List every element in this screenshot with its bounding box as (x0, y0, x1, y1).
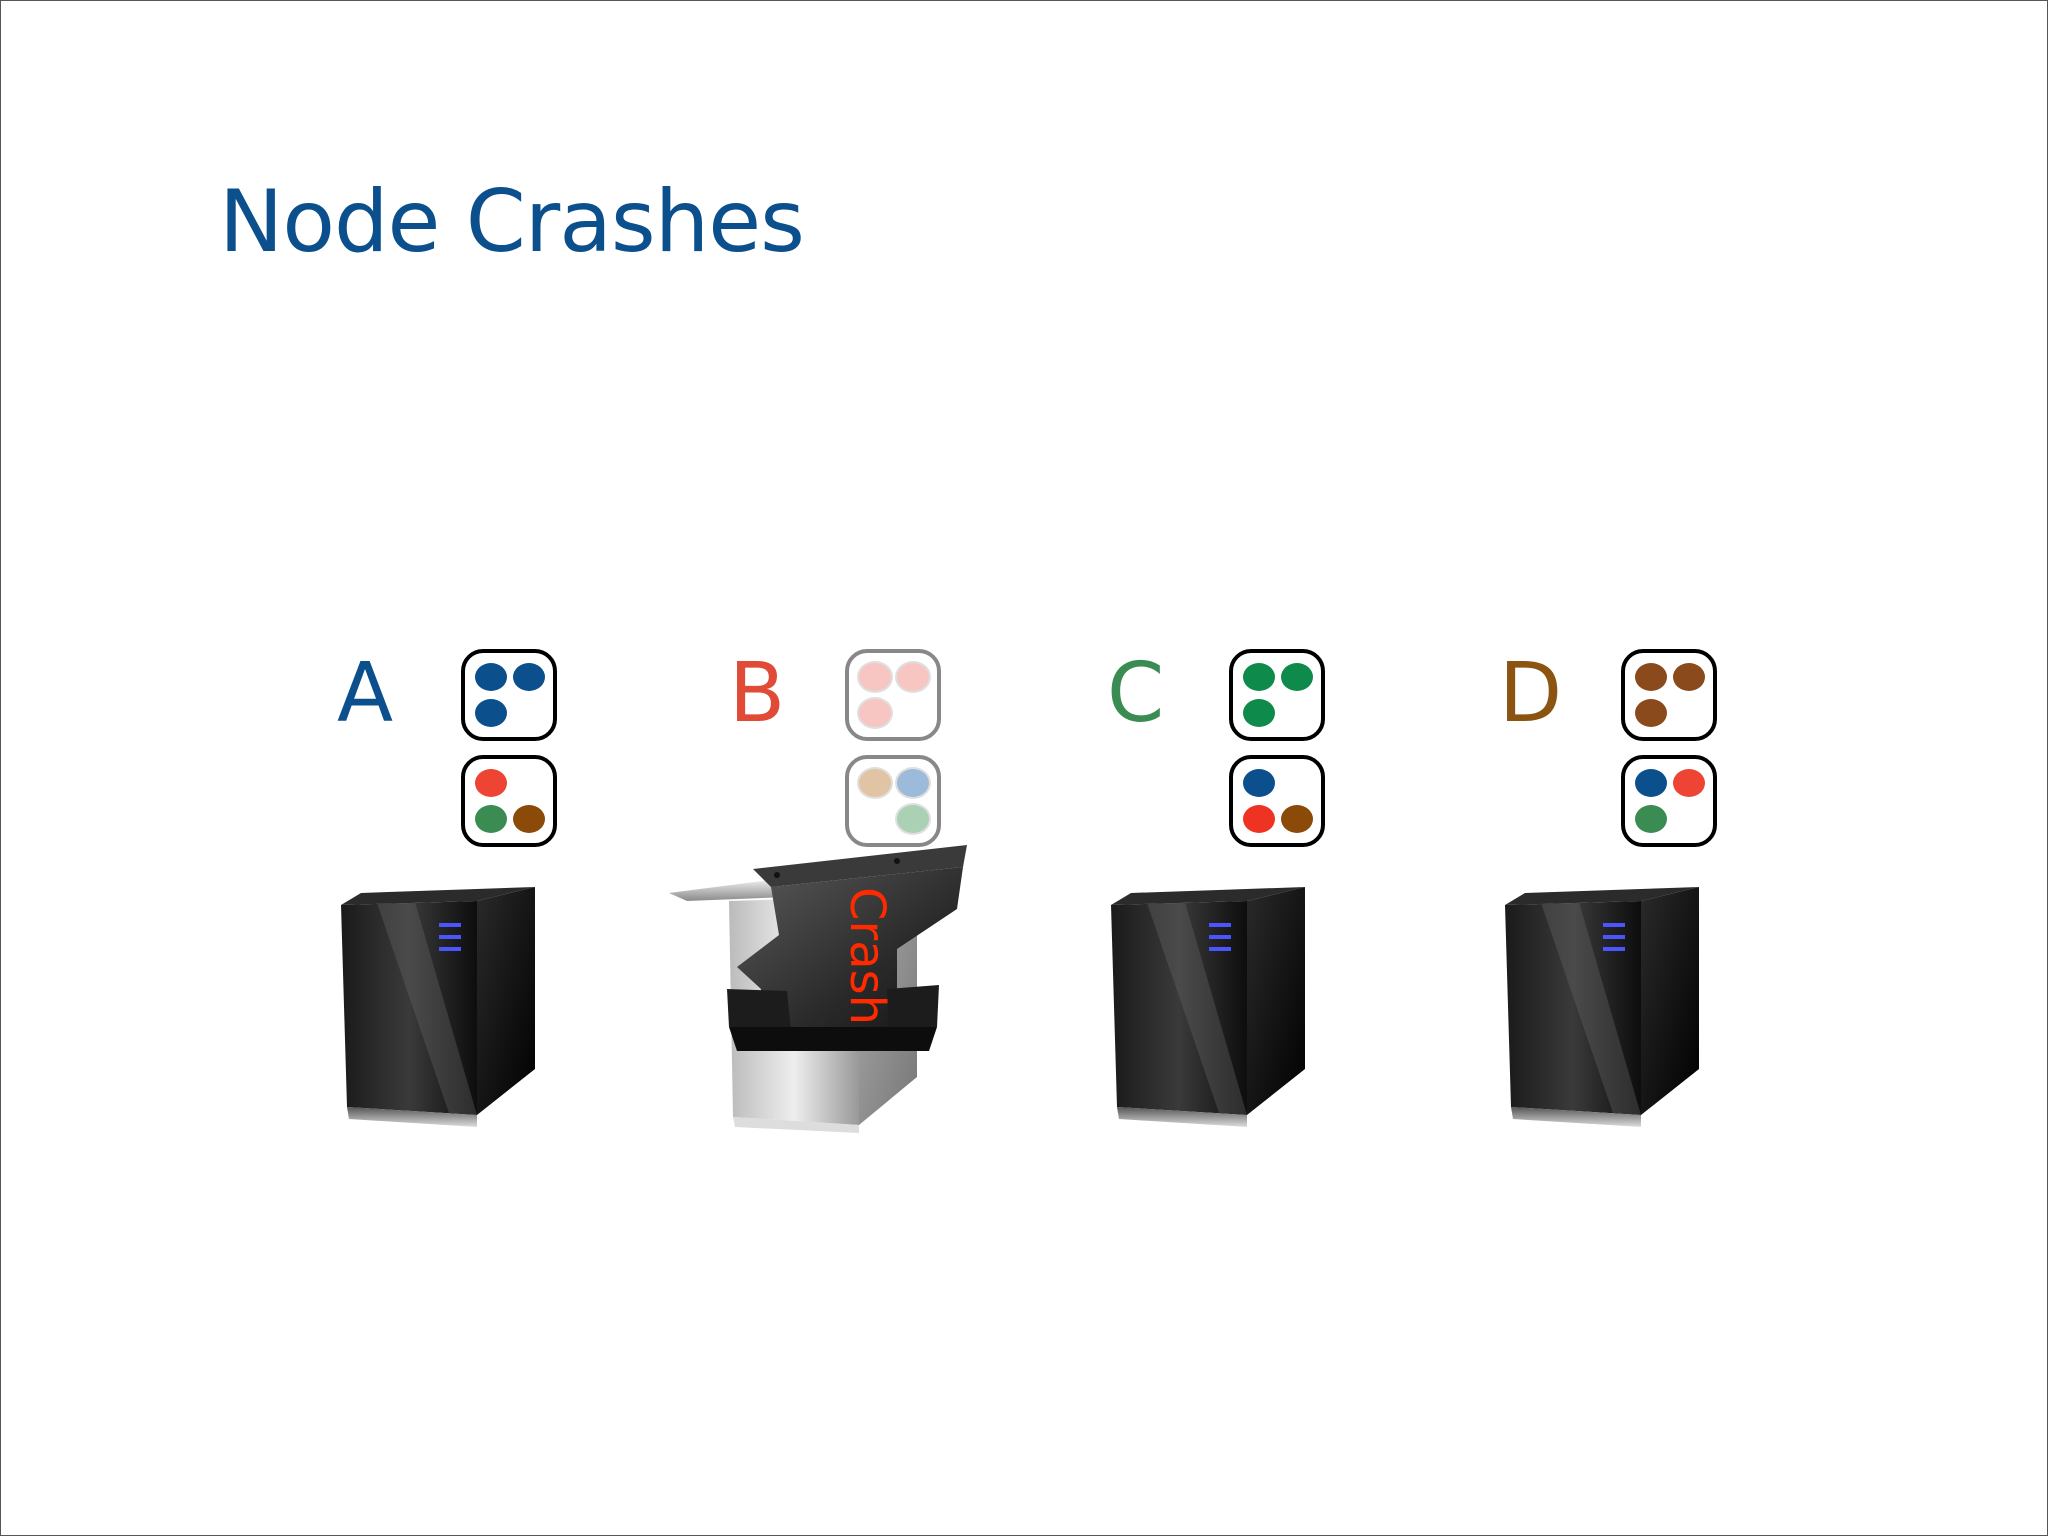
anvil-icon (669, 845, 967, 1051)
dot (897, 805, 929, 833)
dot (513, 805, 545, 833)
node-label-b: B (729, 646, 786, 741)
server-tower-icon (1505, 887, 1699, 1127)
node-label-d: D (1499, 646, 1563, 741)
dot (1243, 805, 1275, 833)
dot (897, 663, 929, 691)
dot (859, 769, 891, 797)
dot (1673, 769, 1705, 797)
node-label-c: C (1107, 646, 1165, 741)
dot (859, 663, 891, 691)
dot (475, 699, 507, 727)
primary-shard-d (1621, 649, 1717, 741)
dot (475, 805, 507, 833)
dot (1635, 663, 1667, 691)
dot (1243, 769, 1275, 797)
primary-shard-a (461, 649, 557, 741)
dot (1635, 769, 1667, 797)
slide-title: Node Crashes (219, 172, 805, 272)
dot (475, 769, 507, 797)
dot (1635, 699, 1667, 727)
dot (1673, 663, 1705, 691)
server-tower-icon (341, 887, 535, 1127)
replica-shard-a (461, 755, 557, 847)
dot (513, 663, 545, 691)
replica-shard-d (1621, 755, 1717, 847)
server-tower-icon (1111, 887, 1305, 1127)
node-label-a: A (337, 646, 394, 741)
dot (1281, 663, 1313, 691)
replica-shard-b (845, 755, 941, 847)
replica-shard-c (1229, 755, 1325, 847)
primary-shard-b (845, 649, 941, 741)
dot (1281, 805, 1313, 833)
dot (859, 699, 891, 727)
crash-label: Crash (839, 887, 895, 1026)
dot (897, 769, 929, 797)
dot (1243, 663, 1275, 691)
primary-shard-c (1229, 649, 1325, 741)
dot (475, 663, 507, 691)
dot (1635, 805, 1667, 833)
dot (1243, 699, 1275, 727)
